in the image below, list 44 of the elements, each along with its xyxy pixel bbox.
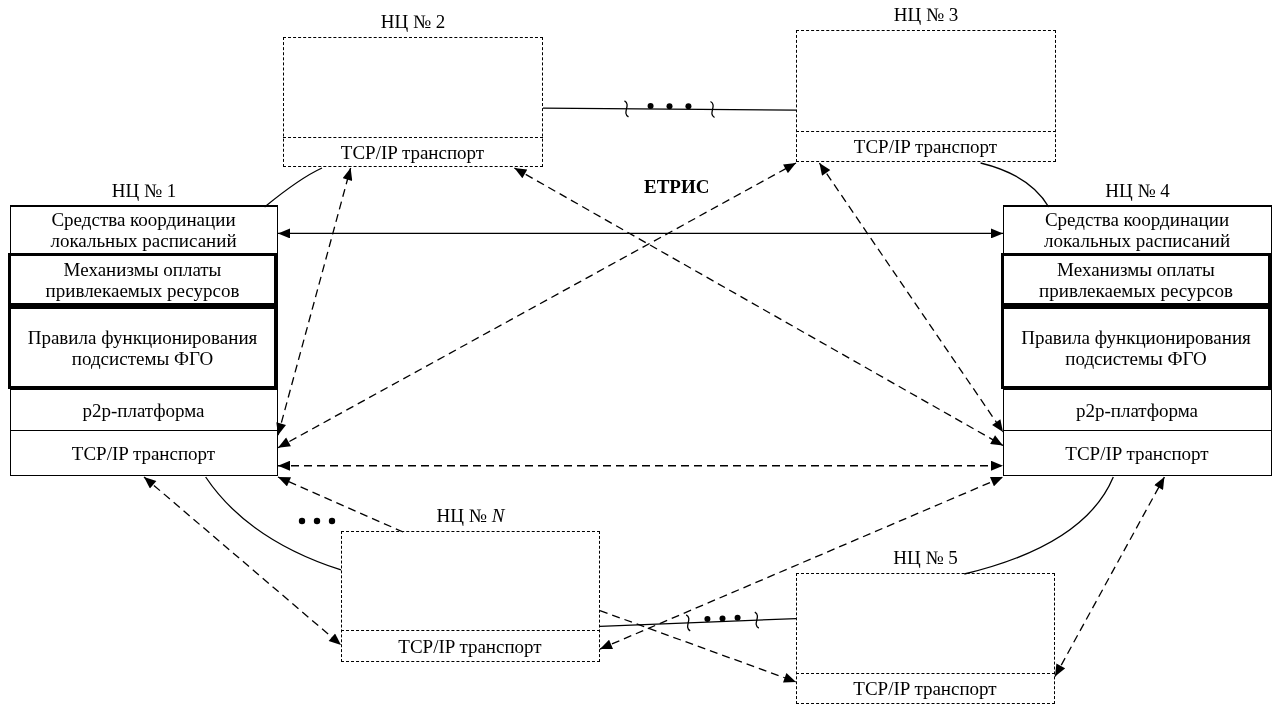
connector-line — [979, 162, 1050, 208]
arrow — [599, 476, 1004, 650]
arrow — [818, 162, 1004, 433]
node-heading: НЦ № N — [435, 504, 506, 527]
layer-label: p2p-платформа — [81, 399, 206, 421]
layer-box — [8, 253, 277, 306]
layer-label: Средства координации локальных расписаний — [49, 208, 238, 251]
layer-box — [9, 205, 278, 253]
arrow — [277, 476, 404, 533]
node-heading: НЦ № 1 — [110, 179, 178, 202]
connector-line — [963, 476, 1114, 575]
arrow — [599, 609, 797, 683]
layer-label: Средства координации локальных расписаний — [1042, 208, 1232, 251]
arrow — [277, 162, 797, 449]
node-heading: НЦ № 5 — [892, 546, 959, 569]
connector-line — [205, 476, 342, 571]
layer-label: Механизмы оплаты привлекаемых ресурсов — [1038, 258, 1234, 301]
layer-label: p2p-платформа — [1074, 399, 1200, 421]
node-heading: НЦ № 3 — [892, 3, 960, 26]
layer-box — [8, 306, 277, 389]
layer-label: Правила функционирования подсистемы ФГО — [26, 326, 259, 369]
arrow — [1054, 476, 1166, 678]
arrow — [513, 167, 1004, 447]
layer-label: TCP/IP транспорт — [70, 442, 217, 464]
layer-label: Механизмы оплаты привлекаемых ресурсов — [44, 258, 241, 301]
layer-label: TCP/IP транспорт — [1064, 442, 1210, 464]
connector-line — [542, 107, 797, 111]
layer-box — [1002, 205, 1272, 253]
layer-box — [1001, 253, 1271, 306]
arrow — [276, 167, 353, 436]
arrow — [143, 476, 342, 646]
arrow — [277, 460, 1004, 471]
layer-label: TCP/IP транспорт — [852, 678, 998, 699]
layer-box — [1001, 306, 1271, 389]
layer-label: TCP/IP транспорт — [852, 136, 999, 157]
node-heading: НЦ № 4 — [1104, 179, 1171, 202]
layer-label: Правила функционирования подсистемы ФГО — [1020, 326, 1252, 369]
connector-line — [599, 617, 797, 627]
diagram-label: ЕТРИС — [644, 176, 710, 198]
node-heading: НЦ № 2 — [379, 10, 447, 33]
arrow — [277, 228, 1004, 239]
layer-label: TCP/IP транспорт — [339, 141, 486, 163]
transport-layer — [282, 137, 543, 166]
layer-label: TCP/IP транспорт — [397, 635, 543, 657]
